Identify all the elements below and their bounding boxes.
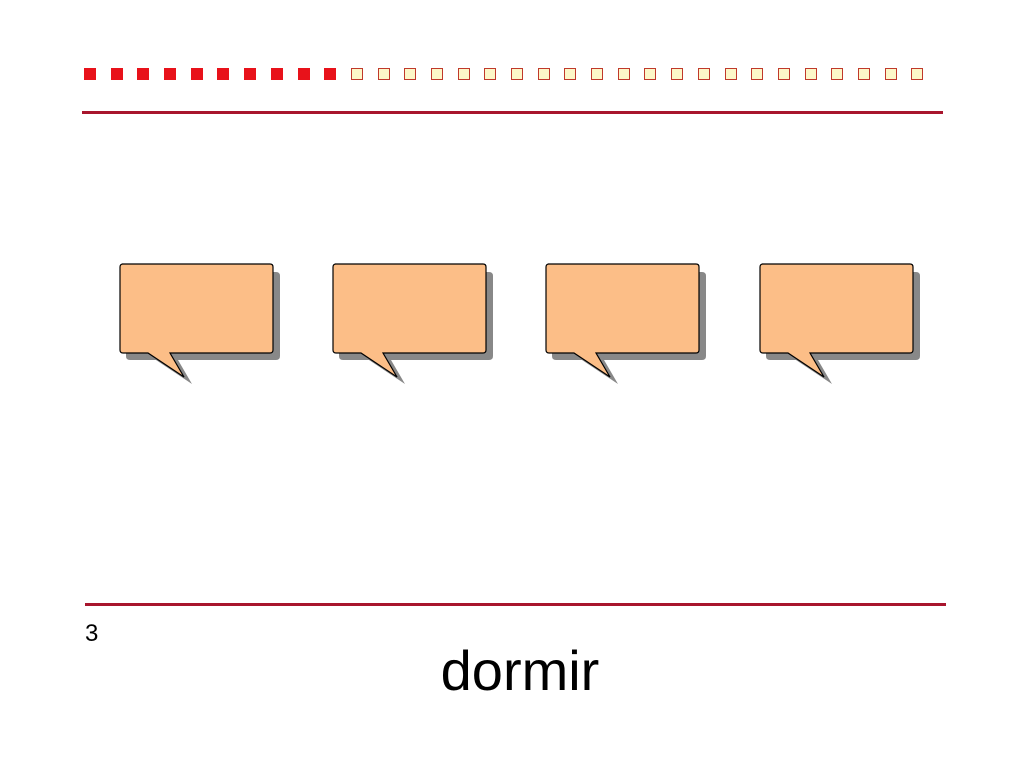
progress-square-filled — [217, 68, 230, 80]
speech-bubble-2[interactable] — [329, 260, 499, 390]
progress-square-filled — [84, 68, 96, 80]
progress-square-empty — [644, 68, 657, 80]
progress-square-filled — [244, 68, 257, 80]
progress-square-empty — [564, 68, 577, 80]
progress-square-filled — [164, 68, 177, 80]
speech-bubble-4[interactable] — [756, 260, 926, 390]
progress-square-empty — [617, 68, 630, 80]
progress-square-empty — [430, 68, 443, 80]
speech-bubble-3[interactable] — [542, 260, 712, 390]
progress-square-empty — [777, 68, 790, 80]
progress-square-empty — [911, 68, 924, 80]
progress-square-empty — [537, 68, 550, 80]
speech-bubble-1[interactable] — [116, 260, 286, 390]
progress-square-empty — [697, 68, 710, 80]
progress-square-filled — [137, 68, 150, 80]
progress-square-empty — [591, 68, 604, 80]
page-number: 3 — [85, 620, 99, 647]
bottom-divider — [85, 603, 946, 606]
progress-square-empty — [457, 68, 470, 80]
progress-square-empty — [751, 68, 764, 80]
progress-square-filled — [324, 68, 337, 80]
progress-square-empty — [404, 68, 417, 80]
progress-square-empty — [804, 68, 817, 80]
progress-square-empty — [377, 68, 390, 80]
progress-square-empty — [671, 68, 684, 80]
progress-square-empty — [724, 68, 737, 80]
progress-square-empty — [857, 68, 870, 80]
progress-square-empty — [484, 68, 497, 80]
progress-square-empty — [884, 68, 897, 80]
progress-square-empty — [831, 68, 844, 80]
progress-square-filled — [270, 68, 283, 80]
vocabulary-word: dormir — [440, 639, 600, 702]
progress-square-empty — [511, 68, 523, 80]
progress-square-filled — [297, 68, 310, 80]
progress-tracker — [84, 68, 944, 84]
progress-square-filled — [110, 68, 123, 80]
progress-square-empty — [350, 68, 363, 80]
top-divider — [82, 111, 943, 114]
progress-square-filled — [190, 68, 203, 80]
